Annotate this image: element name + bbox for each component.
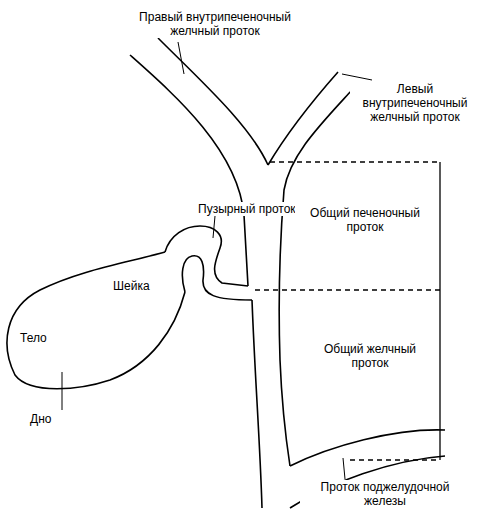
duct-wall: [279, 90, 352, 466]
duct-wall: [290, 430, 445, 466]
leader-line: [342, 74, 372, 80]
leader-line: [213, 216, 215, 238]
duct-wall: [130, 55, 248, 286]
leader-line: [62, 372, 63, 410]
dashed-divider: [255, 289, 440, 290]
part-label: Проток поджелудочной железы: [300, 480, 470, 508]
part-label: Левый внутрипеченочный желчный проток: [350, 82, 480, 124]
part-label: Общий желчный проток: [305, 342, 435, 370]
duct-wall: [158, 38, 268, 165]
part-label: Тело: [20, 331, 60, 345]
part-label: Шейка: [113, 279, 163, 293]
gallbladder-outline: [7, 252, 185, 389]
duct-wall: [268, 72, 338, 165]
leader-line: [343, 458, 345, 479]
part-label: Общий печеночный проток: [295, 206, 435, 234]
bracket-line: [439, 162, 440, 460]
leader-line: [178, 42, 184, 74]
duct-wall: [165, 226, 248, 286]
leader-lines: [62, 42, 372, 479]
part-label: Правый внутрипеченочный желчный проток: [135, 10, 295, 38]
dashed-divider: [270, 161, 440, 162]
duct-wall: [182, 256, 252, 300]
part-label: Дно: [30, 412, 70, 426]
dashed-divider: [350, 459, 440, 460]
duct-wall: [252, 300, 262, 508]
